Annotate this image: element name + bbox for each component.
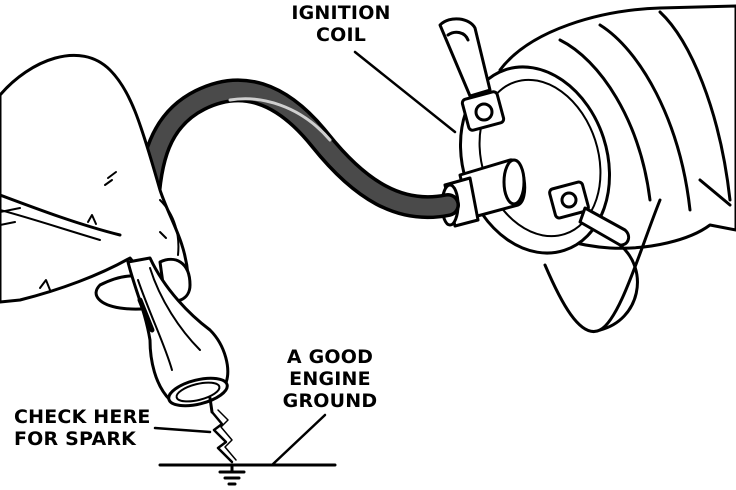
- primary-terminal-top: [438, 17, 506, 132]
- coil-band: [558, 38, 652, 202]
- label-check-spark: CHECK HERE FOR SPARK: [14, 406, 154, 450]
- high-tension-cable: [136, 78, 460, 222]
- leader-engine-ground: [270, 413, 327, 467]
- spark-plug-boot: [126, 256, 230, 414]
- label-engine-ground: A GOOD ENGINE GROUND: [270, 346, 390, 412]
- label-engine-ground-line2: ENGINE: [289, 368, 371, 390]
- spark: [210, 409, 237, 464]
- engine-ground: [158, 463, 337, 486]
- label-ignition-coil-line1: IGNITION: [291, 2, 391, 24]
- leader-lines: [153, 50, 457, 467]
- label-check-spark-line1: CHECK HERE: [14, 406, 151, 428]
- boot-end: [167, 376, 229, 408]
- hand: [0, 53, 192, 311]
- label-ignition-coil-line2: COIL: [315, 24, 367, 46]
- hand-palm: [0, 53, 190, 304]
- leader-ignition-coil: [353, 50, 457, 134]
- label-ignition-coil: IGNITION COIL: [286, 2, 396, 46]
- label-engine-ground-line1: A GOOD: [286, 346, 374, 368]
- leader-check-spark: [153, 426, 212, 434]
- label-check-spark-line2: FOR SPARK: [14, 428, 137, 450]
- label-engine-ground-line3: GROUND: [282, 390, 378, 412]
- primary-terminal-bottom: [548, 180, 639, 332]
